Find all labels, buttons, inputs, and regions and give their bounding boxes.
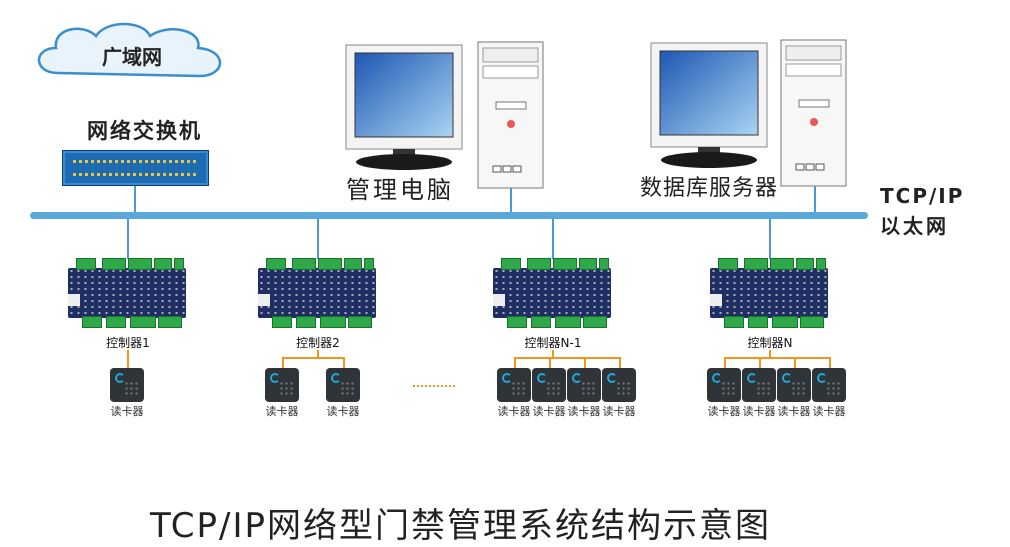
reader-wire [759,357,761,368]
card-reader-label: 读卡器 [265,405,299,418]
card-reader-icon [265,368,299,402]
network-label-ethernet: 以太网 [880,214,949,238]
controller-label: 控制器N [747,336,793,350]
management-pc-label: 管理电脑 [346,176,454,204]
card-reader-icon [742,368,776,402]
database-server-label: 数据库服务器 [640,176,779,201]
card-reader-label: 读卡器 [602,405,636,418]
card-reader-icon [812,368,846,402]
reader-wire [549,357,551,368]
reader-wire [724,357,831,359]
ethernet-bus [30,212,868,219]
card-reader-label: 读卡器 [812,405,846,418]
reader-wire [514,357,516,368]
card-reader-label: 读卡器 [742,405,776,418]
bus-drop-line [317,219,319,259]
management-pc-icon [345,41,544,189]
bus-drop-line [127,219,129,259]
card-reader-label: 读卡器 [110,405,144,418]
card-reader-label: 读卡器 [707,405,741,418]
card-reader-label: 读卡器 [532,405,566,418]
reader-wire [552,350,554,358]
controller-board-icon [710,256,828,328]
reader-wire [724,357,726,368]
controller-board-icon [493,256,611,328]
controller-board-icon [258,256,376,328]
reader-wire [282,357,284,368]
controller-board-icon [68,256,186,328]
card-reader-icon [777,368,811,402]
card-reader-label: 读卡器 [326,405,360,418]
reader-wire [794,357,796,368]
database-server-icon [650,39,847,187]
reader-wire [317,350,319,358]
bus-drop-line [769,219,771,259]
reader-wire [584,357,586,368]
card-reader-label: 读卡器 [567,405,601,418]
card-reader-icon [326,368,360,402]
controller-label: 控制器1 [106,336,150,350]
switch-label: 网络交换机 [87,119,202,143]
reader-wire [343,357,345,368]
reader-wire [514,357,621,359]
controller-label: 控制器N-1 [524,336,582,350]
reader-wire [619,357,621,368]
wan-label: 广域网 [102,45,162,69]
card-reader-label: 读卡器 [777,405,811,418]
reader-wire [829,357,831,368]
reader-wire [127,350,129,368]
card-reader-label: 读卡器 [497,405,531,418]
card-reader-icon [567,368,601,402]
bus-drop-line [552,219,554,259]
card-reader-icon [707,368,741,402]
controller-label: 控制器2 [296,336,340,350]
card-reader-icon [110,368,144,402]
network-switch-icon [62,150,209,186]
card-reader-icon [532,368,566,402]
diagram-title: TCP/IP网络型门禁管理系统结构示意图 [150,506,772,546]
reader-wire [282,357,345,359]
reader-wire [769,350,771,358]
network-label-protocol: TCP/IP [880,184,965,208]
wan-cloud-icon [37,22,222,78]
card-reader-icon [602,368,636,402]
ellipsis-dotted-line [413,385,455,387]
card-reader-icon [497,368,531,402]
